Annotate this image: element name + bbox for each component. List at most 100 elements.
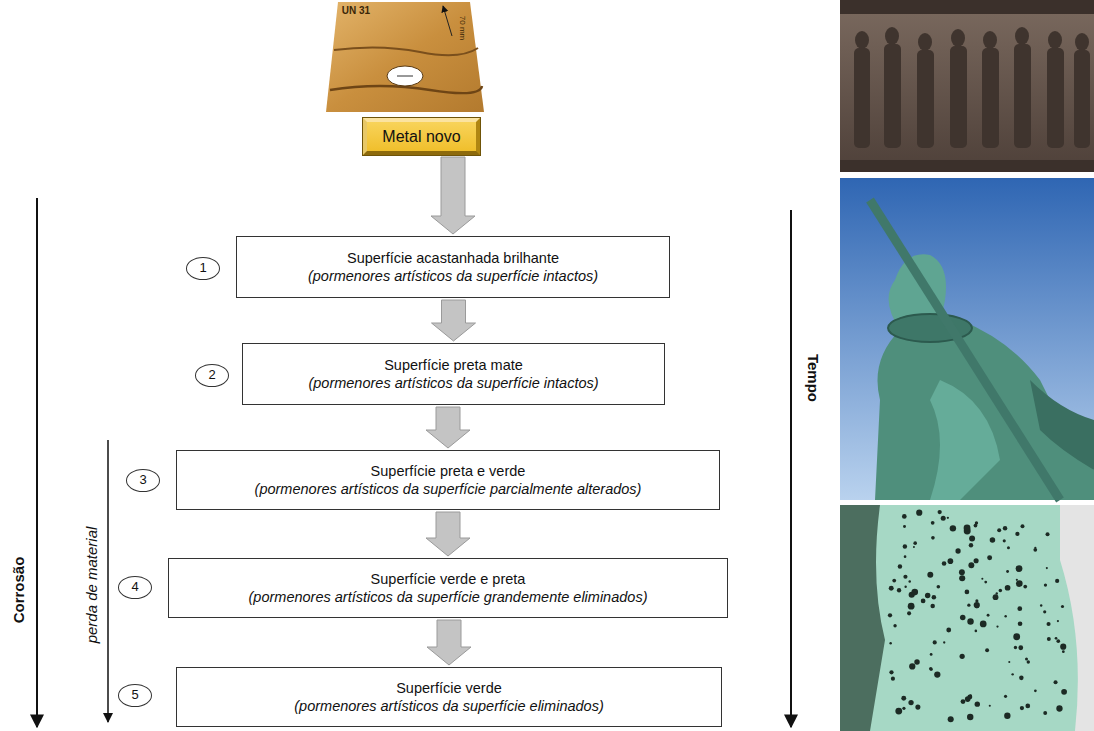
corrosion-spot bbox=[1008, 661, 1010, 663]
corrosion-spot bbox=[1055, 579, 1059, 583]
plate-streak bbox=[330, 86, 482, 93]
relief-figures bbox=[854, 27, 1090, 148]
corrosion-spot bbox=[1016, 580, 1023, 587]
corrosion-spot bbox=[974, 558, 979, 563]
corrosion-spot bbox=[914, 659, 919, 664]
sky bbox=[840, 178, 1094, 500]
corrosion-spot bbox=[930, 604, 935, 609]
corrosion-spot bbox=[965, 590, 970, 595]
relief-frame bbox=[840, 0, 1094, 14]
corrosion-spot bbox=[996, 592, 998, 594]
corrosion-spot bbox=[938, 510, 942, 514]
corrosion-spot bbox=[1016, 579, 1018, 581]
flow-arrow bbox=[432, 300, 476, 341]
corrosion-spot bbox=[996, 625, 998, 627]
corrosion-spot bbox=[925, 593, 930, 598]
corrosion-spot bbox=[1018, 645, 1023, 650]
plate-streak bbox=[334, 47, 478, 55]
step-number: 2 bbox=[195, 364, 229, 387]
corrosion-spot bbox=[1057, 620, 1059, 622]
corrosion-spot bbox=[967, 618, 973, 624]
stage-box: Superfície preta mate(pormenores artísti… bbox=[242, 343, 665, 405]
flow-arrow bbox=[431, 157, 475, 234]
statue-photo bbox=[840, 178, 1094, 500]
corrosion-spot bbox=[947, 517, 949, 519]
corrosion-spot bbox=[941, 516, 946, 521]
node-title: Superfície verde bbox=[396, 679, 502, 697]
corrosion-spot bbox=[967, 714, 973, 720]
statue-cloak bbox=[1030, 380, 1094, 470]
corrosion-spot bbox=[902, 707, 905, 710]
corrosion-spot bbox=[1056, 705, 1062, 711]
corrosion-spot bbox=[892, 579, 896, 583]
corrosion-spot bbox=[908, 700, 913, 705]
corrosion-spot bbox=[955, 548, 960, 553]
corrosion-spot bbox=[1043, 610, 1046, 613]
corrosion-spot bbox=[942, 561, 947, 566]
corrosion-spot bbox=[975, 604, 980, 609]
node-title: 4 bbox=[131, 579, 138, 595]
statue-body bbox=[875, 320, 1094, 500]
corrosion-spot bbox=[980, 621, 987, 628]
corrosion-spot bbox=[1055, 637, 1058, 640]
corrosion-spot bbox=[891, 677, 895, 681]
corrosion-spot bbox=[1017, 606, 1022, 611]
corrosion-spot bbox=[1005, 585, 1011, 591]
corrosion-spot bbox=[975, 599, 978, 602]
node-title: 5 bbox=[131, 687, 138, 703]
corrosion-spot bbox=[1018, 621, 1023, 626]
corrosion-spot bbox=[1047, 637, 1051, 641]
corrosion-spot bbox=[921, 599, 926, 604]
corrosion-spot bbox=[901, 696, 906, 701]
corrosion-spot bbox=[959, 569, 965, 575]
stage-box: Superfície verde e preta(pormenores artí… bbox=[168, 558, 728, 618]
corrosion-spot bbox=[903, 525, 906, 528]
corrosion-spot bbox=[1023, 585, 1027, 589]
corrosion-spot bbox=[984, 581, 987, 584]
hole-dimension bbox=[397, 76, 413, 77]
scaffold bbox=[1060, 505, 1094, 731]
corrosion-spot bbox=[1056, 639, 1060, 643]
corrosion-spot bbox=[948, 716, 954, 722]
corrosion-spot bbox=[1040, 604, 1042, 606]
corrosion-spot bbox=[981, 578, 983, 580]
corrosion-spot bbox=[969, 536, 975, 542]
corrosion-spot bbox=[1020, 524, 1024, 528]
stage-box: Superfície acastanhada brilhante(pormeno… bbox=[236, 236, 670, 298]
corrosion-spot bbox=[1054, 680, 1058, 684]
corrosion-spot bbox=[933, 640, 937, 644]
node-title: Superfície verde e preta bbox=[371, 570, 526, 588]
step-number: 4 bbox=[118, 576, 152, 599]
relief-photo bbox=[840, 0, 1094, 172]
corrosion-spot bbox=[1013, 633, 1020, 640]
corrosion-spot bbox=[1025, 704, 1030, 709]
corroded-photo bbox=[840, 505, 1094, 731]
corrosion-spot bbox=[987, 614, 990, 617]
corrosion-spot bbox=[913, 541, 917, 545]
statue-cloak bbox=[930, 380, 1000, 500]
corrosion-spot bbox=[999, 589, 1002, 592]
corrosion-spot bbox=[950, 525, 956, 531]
axis-label: Corrosão bbox=[10, 557, 27, 624]
corrosion-spot bbox=[1034, 689, 1037, 692]
corrosion-spot bbox=[967, 603, 970, 606]
corrosion-spot bbox=[931, 536, 935, 540]
corrosion-spot bbox=[928, 594, 930, 596]
corrosion-spot bbox=[1060, 644, 1066, 650]
corrosion-spot bbox=[964, 525, 971, 532]
corrosion-spot bbox=[1020, 706, 1024, 710]
corrosion-spot bbox=[930, 653, 933, 656]
node-title: Superfície preta e verde bbox=[371, 462, 526, 480]
stage-box: Superfície preta e verde(pormenores artí… bbox=[176, 450, 720, 510]
axis-label: perda de material bbox=[83, 527, 100, 644]
node-title: 3 bbox=[139, 472, 146, 488]
corrosion-spot bbox=[961, 699, 966, 704]
corrosion-spot bbox=[1019, 676, 1024, 681]
corrosion-spot bbox=[943, 641, 945, 643]
corrosion-spot bbox=[889, 642, 891, 644]
corrosion-spot bbox=[907, 611, 911, 615]
corrosion-spot bbox=[895, 708, 902, 715]
corrosion-spot bbox=[965, 696, 971, 702]
axis-label: Tempo bbox=[805, 354, 822, 402]
material-loss-arrow bbox=[107, 440, 109, 722]
